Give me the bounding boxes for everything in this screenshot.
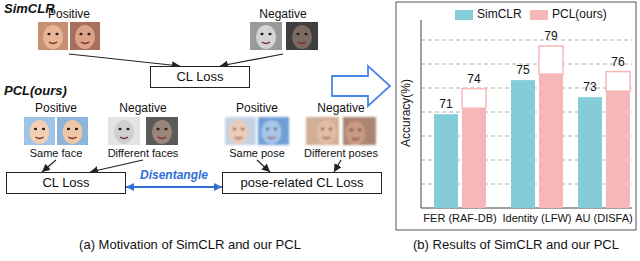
connector (220, 54, 283, 66)
bar (606, 72, 630, 208)
chart-frame (396, 2, 636, 230)
node-heading: pose-related CL Loss (240, 176, 363, 191)
legend-swatch (530, 10, 548, 20)
photo (108, 117, 140, 145)
node-caption: Different faces (108, 147, 179, 160)
photo (38, 22, 68, 50)
node-heading: CL Loss (176, 70, 223, 85)
panel-heading: SimCLR (4, 2, 55, 17)
bar-fill (606, 91, 630, 208)
legend-text: SimCLR (477, 8, 522, 22)
bar-fill (511, 80, 535, 208)
photo (24, 117, 55, 145)
photo (286, 22, 318, 50)
node-heading: Positive (236, 102, 278, 116)
bar (434, 114, 458, 208)
bar-gain (462, 89, 486, 109)
category-label: FER (RAF-DB) (423, 212, 496, 225)
bar (539, 46, 563, 208)
image-pair: NegativeDifferent poses (302, 102, 380, 160)
face (43, 25, 63, 49)
face (346, 121, 366, 145)
category-label: Identity (LFW) (502, 212, 571, 225)
bar-value: 76 (611, 56, 624, 70)
face (292, 25, 312, 49)
bar-value: 71 (439, 98, 452, 112)
photo (225, 117, 256, 145)
photo (146, 117, 178, 145)
loss-box: CL Loss (6, 172, 126, 194)
node-heading: Positive (48, 8, 90, 22)
photo (343, 117, 376, 145)
face (63, 120, 83, 144)
bar-fill (539, 74, 563, 208)
legend-swatch (455, 10, 473, 20)
photo (70, 22, 100, 50)
connector (69, 54, 180, 66)
node-caption: Same face (30, 147, 83, 160)
face (256, 25, 276, 49)
node-caption: Same pose (229, 147, 285, 160)
hollow-arrow (332, 66, 390, 106)
image-pair: Negative (248, 8, 318, 54)
loss-box: pose-related CL Loss (222, 172, 382, 194)
face (229, 120, 249, 144)
photo (258, 117, 289, 145)
image-pair: NegativeDifferent faces (104, 102, 182, 160)
bar (578, 97, 602, 208)
loss-box: CL Loss (150, 66, 250, 88)
panel-caption: (a) Motivation of SimCLR and our PCL (79, 238, 301, 253)
image-pair: Positive (36, 8, 102, 54)
face (75, 25, 95, 49)
legend-entry: SimCLR (455, 8, 522, 22)
bar-fill (462, 108, 486, 208)
category-label: AU (DISFA) (575, 212, 632, 225)
face (317, 120, 337, 144)
bar-value: 73 (583, 81, 596, 95)
face (152, 120, 172, 144)
bar-fill (434, 114, 458, 208)
axis-title: Accuracy(%) (400, 79, 414, 147)
legend-entry: PCL(ours) (530, 8, 607, 22)
image-pair: PositiveSame pose (222, 102, 292, 160)
bar-fill (578, 97, 602, 208)
face-photo (24, 22, 318, 145)
photo (306, 117, 339, 145)
bar-value: 74 (467, 73, 480, 87)
connector (42, 160, 56, 172)
edge-label: Disentangle (138, 169, 210, 183)
blurred-photo (225, 117, 376, 145)
node-heading: Negative (119, 102, 166, 116)
connector (126, 186, 222, 188)
connector (90, 160, 143, 172)
panel-heading: PCL(ours) (4, 84, 67, 99)
panel-caption: (b) Results of SimCLR and our PCL (413, 238, 619, 253)
connector (334, 160, 341, 172)
node-heading: Negative (259, 8, 306, 22)
face (114, 120, 134, 144)
face (262, 120, 282, 144)
node-heading: Positive (35, 102, 77, 116)
node-caption: Different poses (304, 147, 378, 160)
bar-gain (539, 46, 563, 74)
connector (257, 160, 270, 172)
bar (462, 89, 486, 208)
legend-text: PCL(ours) (552, 8, 607, 22)
bar-gain (606, 72, 630, 92)
photo (57, 117, 88, 145)
bar-value: 75 (516, 64, 529, 78)
image-pair: PositiveSame face (22, 102, 90, 160)
bar-value: 79 (544, 30, 557, 44)
node-heading: Negative (317, 102, 364, 116)
photo (250, 22, 282, 50)
face (30, 120, 50, 144)
y-axis (421, 20, 422, 208)
bar (511, 80, 535, 208)
node-heading: CL Loss (42, 176, 89, 191)
